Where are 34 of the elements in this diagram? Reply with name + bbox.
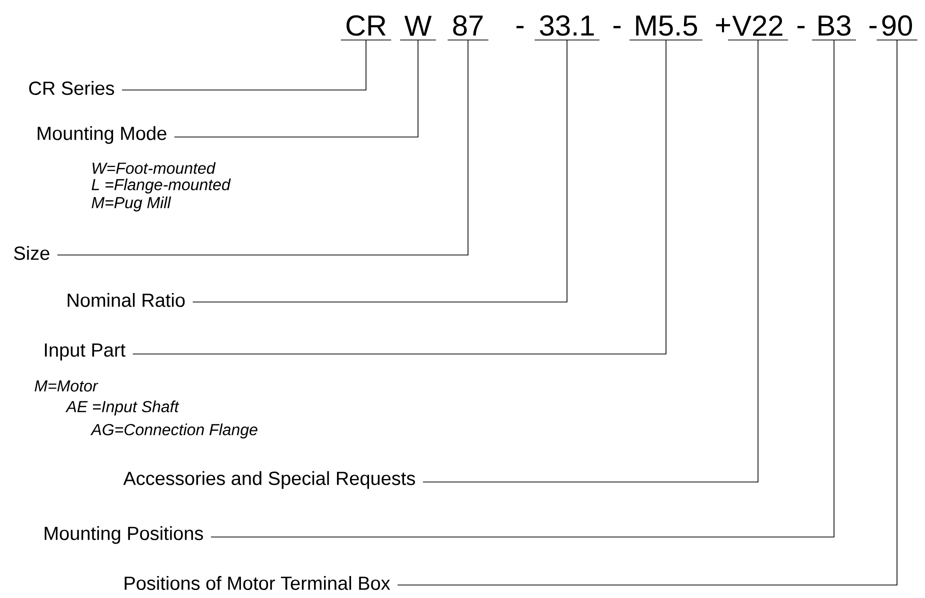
field-label: Mounting Positions <box>44 526 203 544</box>
field-label: Nominal Ratio <box>68 293 185 307</box>
code-segment: CR <box>340 15 392 40</box>
leader-line <box>210 40 834 538</box>
leader-line <box>422 40 758 482</box>
separator-sign: - <box>516 26 524 28</box>
code-segment: W <box>400 16 436 40</box>
leader-line <box>397 40 898 586</box>
option-text: AE =Input Shaft <box>65 400 180 416</box>
option-text: M=Pug Mill <box>92 196 172 212</box>
code-segment: M5.5 <box>629 16 703 40</box>
field-label: Mounting Mode <box>38 126 166 144</box>
field-label: Input Part <box>44 344 126 360</box>
separator-sign: - <box>613 26 621 28</box>
separator-sign: + <box>716 18 730 32</box>
leader-line <box>174 40 418 138</box>
code-segment: B3 <box>812 15 856 40</box>
option-text: L =Flange-mounted <box>92 178 231 194</box>
field-label: Size <box>14 246 50 260</box>
field-label: Accessories and Special Requests <box>123 471 415 489</box>
leader-line <box>122 40 366 90</box>
field-label: Positions of Motor Terminal Box <box>124 576 390 590</box>
leader-line <box>56 40 468 256</box>
code-segment: 33.1 <box>534 15 600 40</box>
leader-line <box>192 40 568 302</box>
code-segment: 90 <box>876 15 918 40</box>
option-text: AG=Connection Flange <box>90 424 258 438</box>
separator-sign: - <box>869 26 877 28</box>
separator-sign: - <box>797 26 805 28</box>
option-text: M=Motor <box>34 380 98 392</box>
code-segment: 87 <box>447 15 489 40</box>
field-label: CR Series <box>29 81 114 95</box>
leader-line <box>132 40 666 354</box>
option-text: W=Foot-mounted <box>92 162 216 174</box>
